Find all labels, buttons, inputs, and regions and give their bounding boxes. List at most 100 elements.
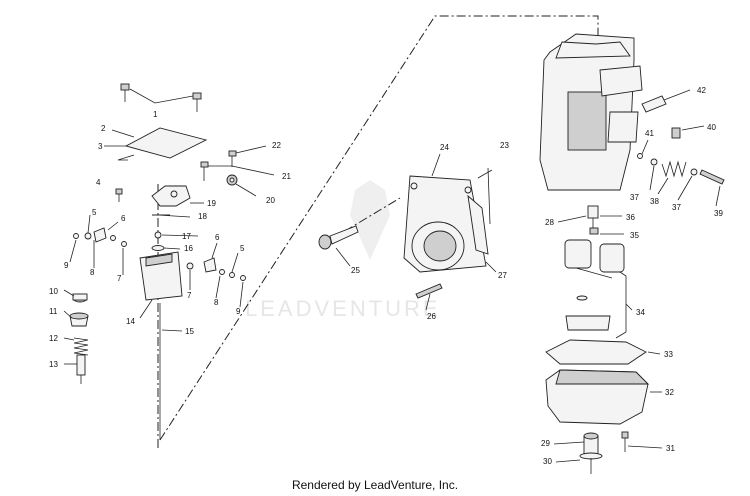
leader-14 [139,299,153,319]
screw-42 [641,95,667,113]
callout-19: 19 [207,199,216,208]
callout-40: 40 [707,123,716,132]
screw-part-1a [120,83,130,102]
small-parts-5-9-left [69,214,127,275]
callout-11: 11 [49,307,58,316]
screw-part-1b [192,92,202,112]
callout-8b: 8 [214,298,219,307]
valve-36 [587,205,599,228]
callout-7b: 7 [187,291,192,300]
callout-18: 18 [198,212,207,221]
float-bowl-32 [545,369,650,425]
cap-10 [72,293,88,303]
callout-36: 36 [626,213,635,222]
callout-29: 29 [541,439,550,448]
callout-17: 17 [182,232,191,241]
callout-7a: 7 [117,274,122,283]
leader-1 [129,88,194,104]
screw-part-21 [200,161,209,181]
callout-20: 20 [266,196,275,205]
gasket-plate-2 [124,127,208,159]
spring-38 [661,160,687,178]
leader-23-27 [477,167,497,273]
callout-labels: 1 2 3 4 5 6 9 8 7 17 16 18 19 20 21 22 6… [49,86,723,466]
bracket-19 [151,185,191,207]
carburetor-body [539,33,643,191]
callout-30: 30 [543,457,552,466]
callout-12: 12 [49,334,58,343]
leader-24 [431,153,441,177]
plunger-13 [76,354,86,384]
callout-2: 2 [101,124,106,133]
callout-31: 31 [666,444,675,453]
callout-5b: 5 [240,244,245,253]
spring-12 [73,337,89,356]
callout-32: 32 [665,388,674,397]
callout-8a: 8 [90,268,95,277]
leadventure-watermark: LEADVENTURE [245,180,438,321]
oring-16 [151,245,181,251]
leader-26 [425,293,431,311]
callout-35: 35 [630,231,639,240]
drain-plug-29-30 [579,432,603,474]
callout-4: 4 [96,178,101,187]
leader-31 [627,445,663,449]
leader-10 [63,289,75,297]
callout-34: 34 [636,308,645,317]
callout-24: 24 [440,143,449,152]
seat-35 [589,227,599,235]
callout-10: 10 [49,287,58,296]
leader-42 [663,89,691,101]
callout-22: 22 [272,141,281,150]
callout-25: 25 [351,266,360,275]
callout-5a: 5 [92,208,97,217]
callout-26: 26 [427,312,436,321]
throttle-valve-14 [139,251,183,301]
callout-38: 38 [650,197,659,206]
callout-1: 1 [153,110,158,119]
leader-2 [111,129,135,138]
small-parts-5-9-right [186,242,246,308]
callout-28: 28 [545,218,554,227]
callout-6a: 6 [121,214,126,223]
screw-part-4 [115,188,123,202]
bracket-27 [467,194,489,255]
washer-20 [226,174,238,186]
leader-28-36 [557,215,622,223]
callout-23: 23 [500,141,509,150]
screw-39 [699,169,725,185]
screw-part-22 [228,150,237,167]
bolt-25 [318,225,359,250]
leader-39 [715,185,721,207]
callout-39: 39 [714,209,723,218]
leader-29-30 [553,441,585,463]
leader-21 [208,165,275,176]
carburetor-plate-24 [403,175,487,273]
leader-40 [681,125,705,131]
callout-33: 33 [664,350,673,359]
needle-15 [159,303,183,440]
callout-9a: 9 [64,261,69,270]
leader-12 [63,337,75,341]
jet-17-18 [152,214,199,239]
gasket-33 [545,339,647,365]
callout-16: 16 [184,244,193,253]
callout-27: 27 [498,271,507,280]
leader-11 [63,310,73,319]
float-assembly-34 [564,239,625,331]
pin-26 [415,283,443,299]
leader-22 [235,145,267,154]
callout-41: 41 [645,129,654,138]
leader-34 [615,271,633,339]
callout-37a: 37 [630,193,639,202]
bushing-40 [671,127,681,139]
leader-25 [335,247,351,267]
cap-11 [69,312,89,327]
leader-20 [235,183,257,197]
leader-33 [647,351,661,355]
small-parts-37-41 [637,139,698,201]
screw-31 [621,431,629,452]
leader-38 [657,177,669,195]
callout-37b: 37 [672,203,681,212]
